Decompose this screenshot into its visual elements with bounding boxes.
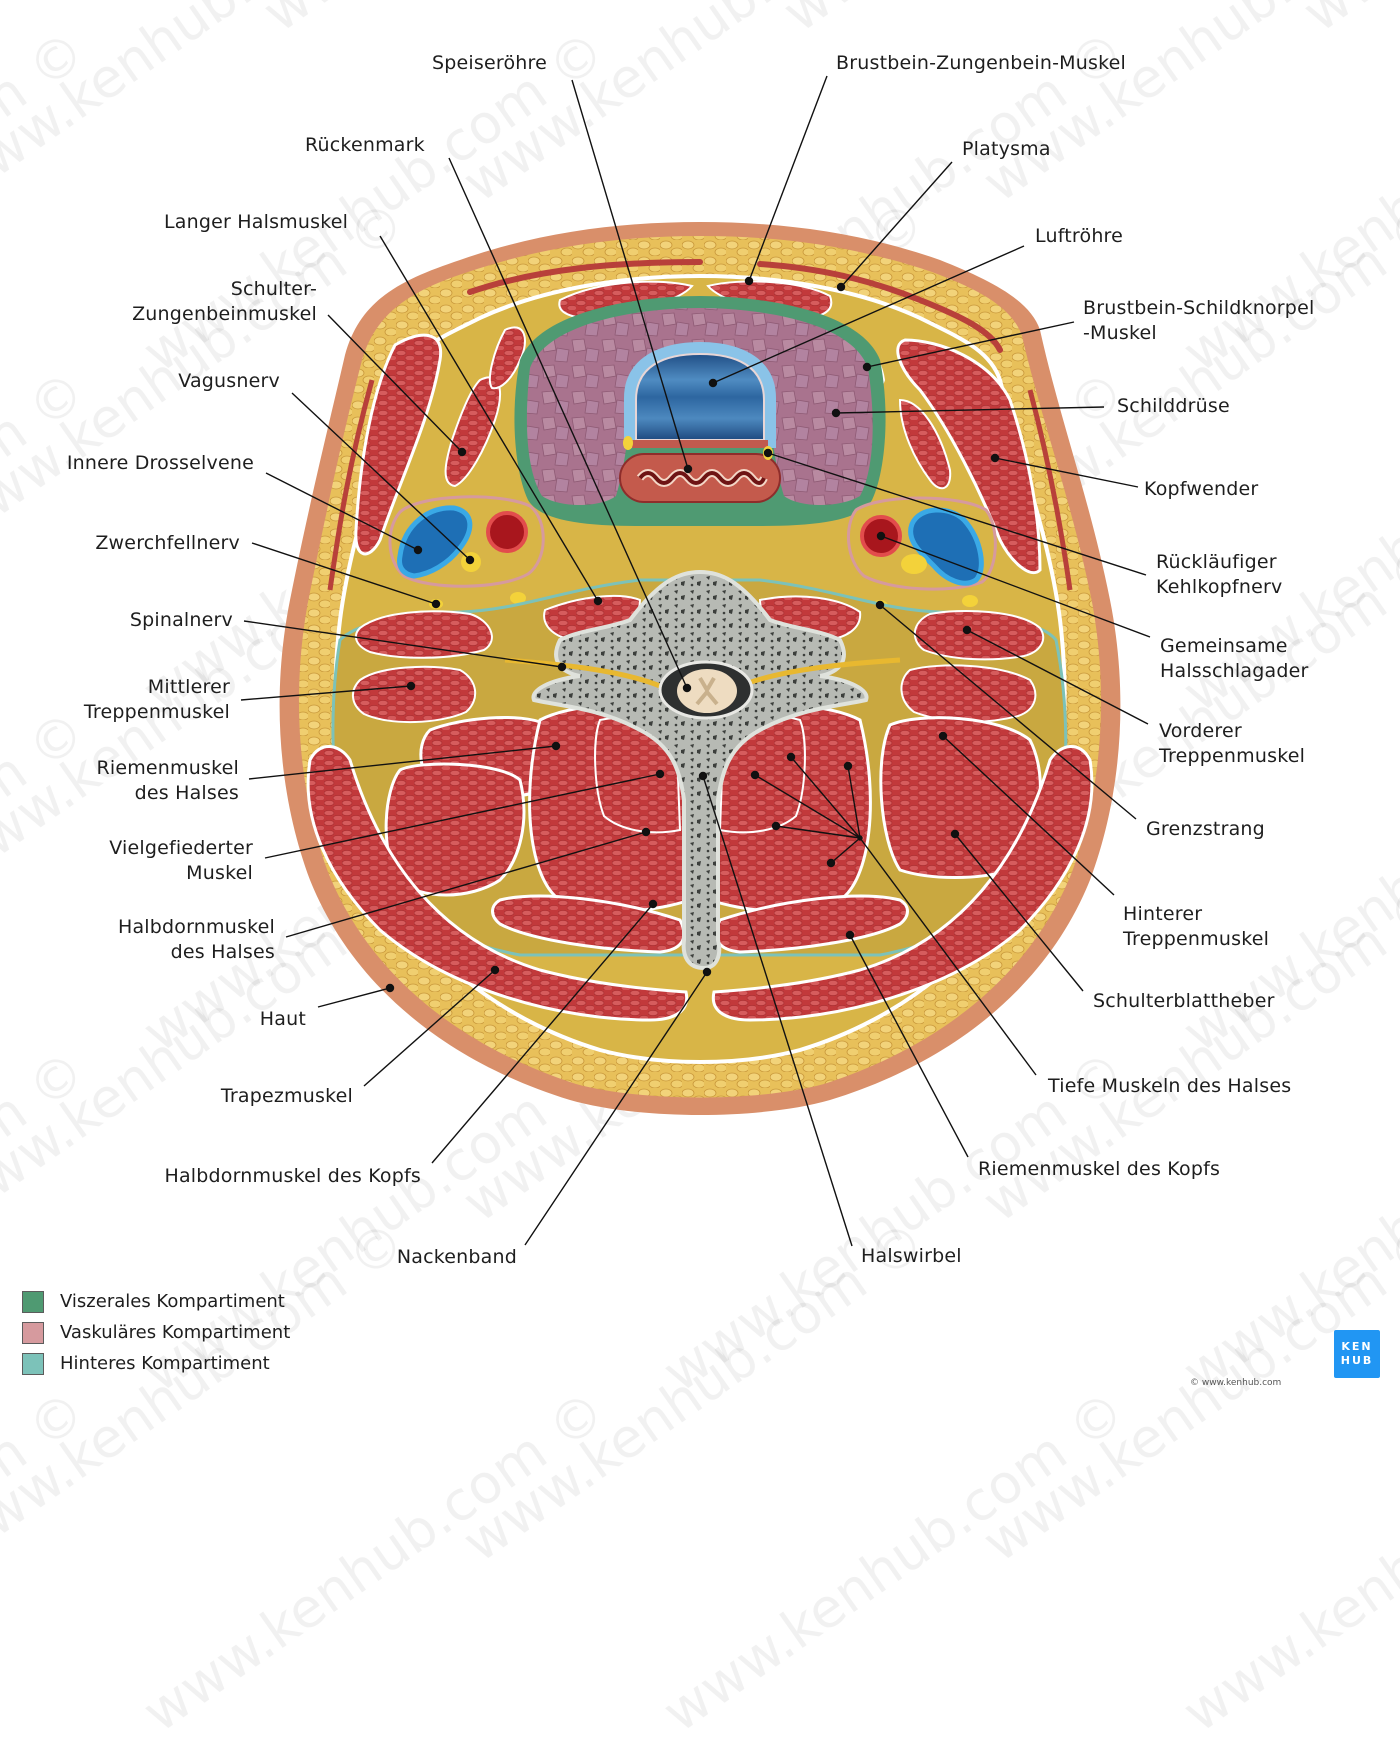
label-riemenmuskel-des-kopfs: Riemenmuskel des Kopfs xyxy=(978,1158,1221,1180)
label-vielgefiederter-muskel: Vielgefiederter Muskel xyxy=(109,837,253,884)
scalene-anterior-right xyxy=(914,610,1045,661)
label-vagusnerv: Vagusnerv xyxy=(178,370,280,392)
label-schilddruese: Schilddrüse xyxy=(1117,395,1230,417)
watermark-text: www.kenhub.com © xyxy=(131,1378,617,1744)
legend-label-vascular: Vaskuläres Kompartiment xyxy=(60,1322,291,1343)
label-halbdornmuskel-des-halses: Halbdornmuskel des Halses xyxy=(117,916,275,963)
label-ruecklaeufiger-kehlkopfnerv: Rückläufiger Kehlkopfnerv xyxy=(1156,551,1283,598)
kenhub-logo: KEN HUB xyxy=(1334,1330,1380,1378)
scalene-middle-right xyxy=(900,664,1037,723)
legend-item-vascular: Vaskuläres Kompartiment xyxy=(22,1317,290,1348)
legend-label-visceral: Viszerales Kompartiment xyxy=(60,1291,285,1312)
legend-label-posterior: Hinteres Kompartiment xyxy=(60,1353,270,1374)
label-innere-drosselvene: Innere Drosselvene xyxy=(66,452,254,474)
label-brustbein-zungenbein-muskel: Brustbein-Zungenbein-Muskel xyxy=(836,52,1127,74)
label-nackenband: Nackenband xyxy=(396,1246,517,1268)
legend: Viszerales Kompartiment Vaskuläres Kompa… xyxy=(22,1286,290,1379)
logo-line-1: KEN xyxy=(1341,1340,1373,1353)
label-speiseroehre: Speiseröhre xyxy=(432,52,548,74)
watermark-text: www.kenhub.com © xyxy=(0,1378,97,1744)
label-gemeinsame-halsschlagader: Gemeinsame Halsschlagader xyxy=(1160,635,1309,682)
legend-swatch-posterior xyxy=(22,1352,44,1375)
legend-item-visceral: Viszerales Kompartiment xyxy=(22,1286,290,1317)
label-haut: Haut xyxy=(259,1008,306,1030)
label-halswirbel: Halswirbel xyxy=(861,1245,962,1267)
label-rueckenmark: Rückenmark xyxy=(305,134,425,156)
logo-line-2: HUB xyxy=(1340,1354,1374,1367)
label-platysma: Platysma xyxy=(962,138,1051,160)
label-vorderer-treppenmuskel: Vorderer Treppenmuskel xyxy=(1159,720,1306,767)
label-spinalnerv: Spinalnerv xyxy=(129,609,233,631)
label-grenzstrang: Grenzstrang xyxy=(1146,818,1265,840)
phrenic-nerve-right xyxy=(962,595,978,607)
label-langer-halsmuskel: Langer Halsmuskel xyxy=(164,211,349,233)
label-hinterer-treppenmuskel: Hinterer Treppenmuskel xyxy=(1123,903,1270,950)
label-tiefe-muskeln-des-halses: Tiefe Muskeln des Halses xyxy=(1048,1075,1292,1097)
legend-item-posterior: Hinteres Kompartiment xyxy=(22,1348,290,1379)
legend-swatch-vascular xyxy=(22,1321,44,1344)
label-brustbein-schildknorpel-muskel: Brustbein-Schildknorpel -Muskel xyxy=(1083,297,1315,344)
copyright-text: © www.kenhub.com xyxy=(1190,1378,1282,1388)
label-trapezmuskel: Trapezmuskel xyxy=(220,1085,353,1107)
label-halbdornmuskel-des-kopfs: Halbdornmuskel des Kopfs xyxy=(164,1165,421,1187)
label-kopfwender: Kopfwender xyxy=(1144,478,1259,500)
label-schulterblattheber: Schulterblattheber xyxy=(1093,990,1275,1012)
vagus-nerve-right xyxy=(901,554,927,574)
common-carotid-artery-left xyxy=(486,511,528,553)
phrenic-nerve-left xyxy=(429,599,443,609)
label-luftroehre: Luftröhre xyxy=(1035,225,1124,247)
legend-swatch-visceral xyxy=(22,1290,44,1313)
recurrent-laryngeal-nerve-left xyxy=(623,436,633,450)
common-carotid-artery-right xyxy=(860,515,902,557)
scalene-anterior-left xyxy=(354,610,493,659)
label-riemenmuskel-des-halses: Riemenmuskel des Halses xyxy=(96,757,239,804)
scalene-middle-left xyxy=(352,665,476,724)
label-zwerchfellnerv: Zwerchfellnerv xyxy=(95,532,240,554)
watermark-text: www.kenhub.com © xyxy=(1171,1379,1400,1744)
label-schulter-zungenbeinmuskel: Schulter- Zungenbeinmuskel xyxy=(132,278,317,325)
vagus-nerve-left xyxy=(461,552,481,572)
recurrent-laryngeal-nerve-right xyxy=(763,446,773,460)
trachea xyxy=(635,352,765,441)
watermark-text: www.kenhub.com © xyxy=(651,1378,1137,1744)
label-mittlerer-treppenmuskel: Mittlerer Treppenmuskel xyxy=(83,676,230,723)
